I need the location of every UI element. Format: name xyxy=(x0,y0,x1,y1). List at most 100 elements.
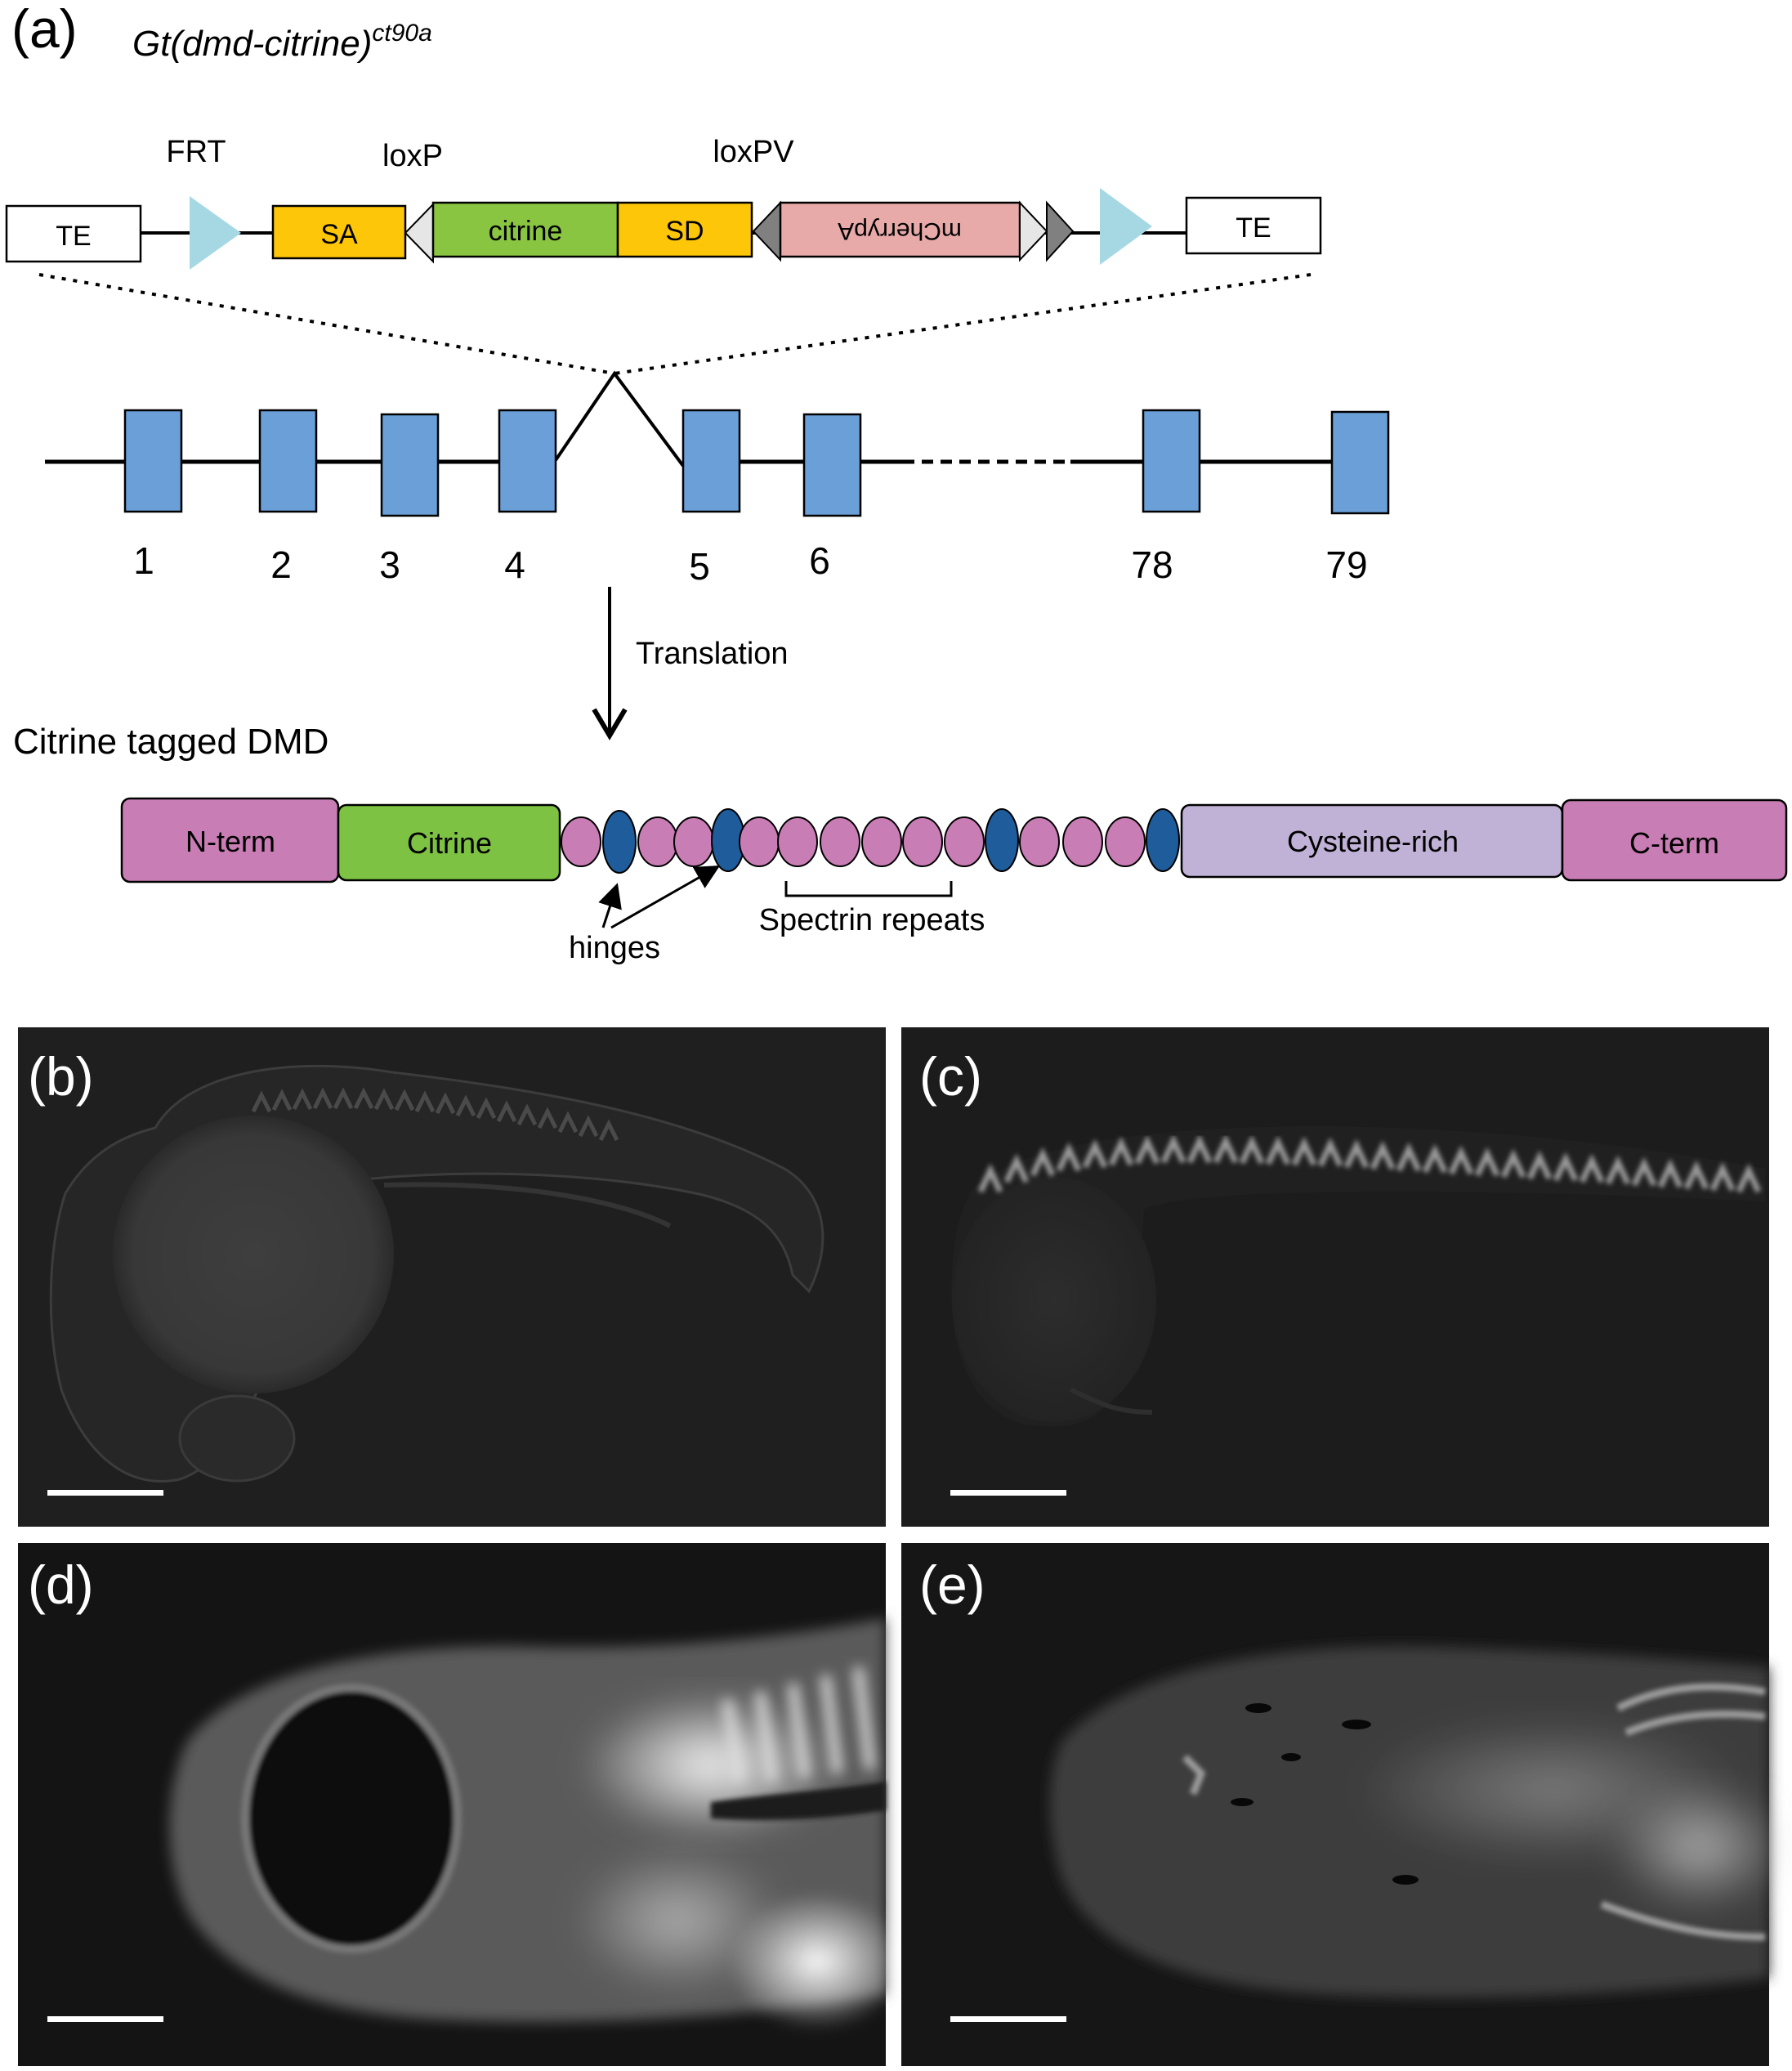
embryo-b-yolk xyxy=(113,1116,394,1393)
spectrin-repeat xyxy=(902,816,943,867)
panel-letter-a: (a) xyxy=(11,0,78,59)
spectrin-repeat xyxy=(739,816,780,867)
embryo-c-body xyxy=(951,1126,1765,1427)
dmd-gene-structure: 1 2 3 4 5 6 78 79 xyxy=(45,370,1390,588)
panel-d: (d) xyxy=(18,1543,907,2066)
embryo-b-head xyxy=(178,1394,296,1483)
splice-insertion-lines xyxy=(554,370,685,467)
spectrin-repeat xyxy=(637,816,678,867)
hinge-arrow-2 xyxy=(610,866,721,929)
hinges-label: hinges xyxy=(569,931,660,965)
exon-2 xyxy=(258,409,318,513)
cysteine-rich-label: Cysteine-rich xyxy=(1287,825,1459,858)
exon-number: 4 xyxy=(504,543,525,586)
citrine-domain-label: Citrine xyxy=(407,826,492,860)
panel-letter-d: (d) xyxy=(28,1554,94,1615)
zoom-line-left xyxy=(38,273,615,375)
exon-3 xyxy=(380,413,440,517)
citrine-cassette-label: citrine xyxy=(489,216,563,247)
spectrin-repeat xyxy=(1062,816,1103,867)
exon-6 xyxy=(802,413,862,517)
spectrin-repeat xyxy=(1105,816,1146,867)
exon-number: 2 xyxy=(270,543,292,586)
larva-d-dark-band xyxy=(711,1782,886,1820)
panel-letter-e: (e) xyxy=(919,1554,985,1615)
larva-e-glow-right xyxy=(1610,1782,1790,1912)
citrine-dmd-protein: Citrine tagged DMD N-term Citrine Cyst xyxy=(13,722,1788,965)
protein-title: Citrine tagged DMD xyxy=(13,722,328,762)
frt-label: FRT xyxy=(166,135,226,169)
hinge xyxy=(1146,808,1180,872)
exon-5 xyxy=(681,409,741,513)
spectrin-bracket xyxy=(784,881,953,897)
loxp-left-triangle xyxy=(404,202,434,264)
exon-78 xyxy=(1142,409,1201,513)
c-term-domain xyxy=(1561,798,1788,882)
construct-title-superscript: ct90a xyxy=(372,20,431,47)
spectrin-repeat xyxy=(561,816,601,867)
exon-number: 78 xyxy=(1131,543,1173,586)
panel-letter-b: (b) xyxy=(28,1046,94,1107)
loxp-label: loxP xyxy=(382,139,443,173)
frt-left-triangle xyxy=(190,196,241,270)
larva-d-glow-jaw xyxy=(572,1847,784,1994)
te-left-box xyxy=(5,204,142,263)
panel-b: (b) xyxy=(18,1027,886,1527)
larva-d-eye xyxy=(241,1684,462,1953)
exon-4 xyxy=(498,409,557,513)
hinge xyxy=(602,810,637,874)
embryo-b-somites xyxy=(251,1087,619,1142)
loxpv-label: loxPV xyxy=(713,135,794,169)
spectrin-repeat xyxy=(777,816,818,867)
citrine-cassette-box xyxy=(431,201,619,258)
construct-title: Gt(dmd-citrine)ct90a xyxy=(132,20,432,64)
scale-bar-e xyxy=(950,2016,1066,2022)
scale-bar-c xyxy=(950,1490,1066,1496)
sa-label: SA xyxy=(320,219,358,250)
construct-title-main: Gt(dmd-citrine) xyxy=(132,24,372,64)
c-term-label: C-term xyxy=(1629,826,1719,860)
spectrin-repeat xyxy=(861,816,902,867)
translation-label: Translation xyxy=(636,637,789,671)
embryo-c-yolk xyxy=(952,1177,1156,1422)
citrine-domain xyxy=(337,803,561,882)
embryo-c-head-edge xyxy=(1069,1387,1153,1415)
gene-trap-cassette: FRT loxP loxPV TE SA citrine SD mCherryp… xyxy=(5,135,1322,270)
sd-box xyxy=(616,201,753,258)
exon-79 xyxy=(1330,410,1390,515)
spectrin-repeat xyxy=(944,816,985,867)
embryo-c-somites xyxy=(977,1134,1762,1193)
sa-box xyxy=(271,204,407,260)
exon-number: 6 xyxy=(809,539,830,582)
panel-a: (a) Gt(dmd-citrine)ct90a FRT loxP loxPV … xyxy=(5,0,1788,965)
loxpv-left-triangle xyxy=(752,200,781,262)
exon-number: 1 xyxy=(133,539,154,582)
larva-e-fibres xyxy=(1182,1683,1766,1941)
te-right-box xyxy=(1185,196,1322,255)
te-right-label: TE xyxy=(1236,212,1271,244)
frt-right-triangle xyxy=(1100,188,1152,265)
embryo-b-gut xyxy=(383,1182,672,1228)
larva-d-muscle-segments xyxy=(722,1666,875,1782)
loxp-right-triangle xyxy=(1019,200,1048,262)
exon-number: 5 xyxy=(689,545,710,588)
exon-number: 79 xyxy=(1325,543,1367,586)
sd-label: SD xyxy=(665,216,704,247)
spectrin-repeat xyxy=(673,816,714,867)
te-left-label: TE xyxy=(56,221,91,252)
panel-c: (c) xyxy=(901,1027,1769,1527)
mcherry-label: mCherrypA xyxy=(838,217,962,244)
panel-letter-c: (c) xyxy=(919,1046,982,1107)
spectrin-repeat xyxy=(1019,816,1060,867)
loxpv-right-triangle xyxy=(1046,200,1075,262)
zoom-line-right xyxy=(614,273,1312,375)
hinge-arrow-1 xyxy=(598,883,622,928)
larva-e-dark-spots xyxy=(1231,1703,1419,1885)
exon-number: 3 xyxy=(379,543,400,586)
hinge xyxy=(985,808,1019,872)
exon-1 xyxy=(123,409,183,513)
scale-bar-b xyxy=(47,1490,163,1496)
spectrin-repeat xyxy=(820,816,860,867)
scale-bar-d xyxy=(47,2016,163,2022)
